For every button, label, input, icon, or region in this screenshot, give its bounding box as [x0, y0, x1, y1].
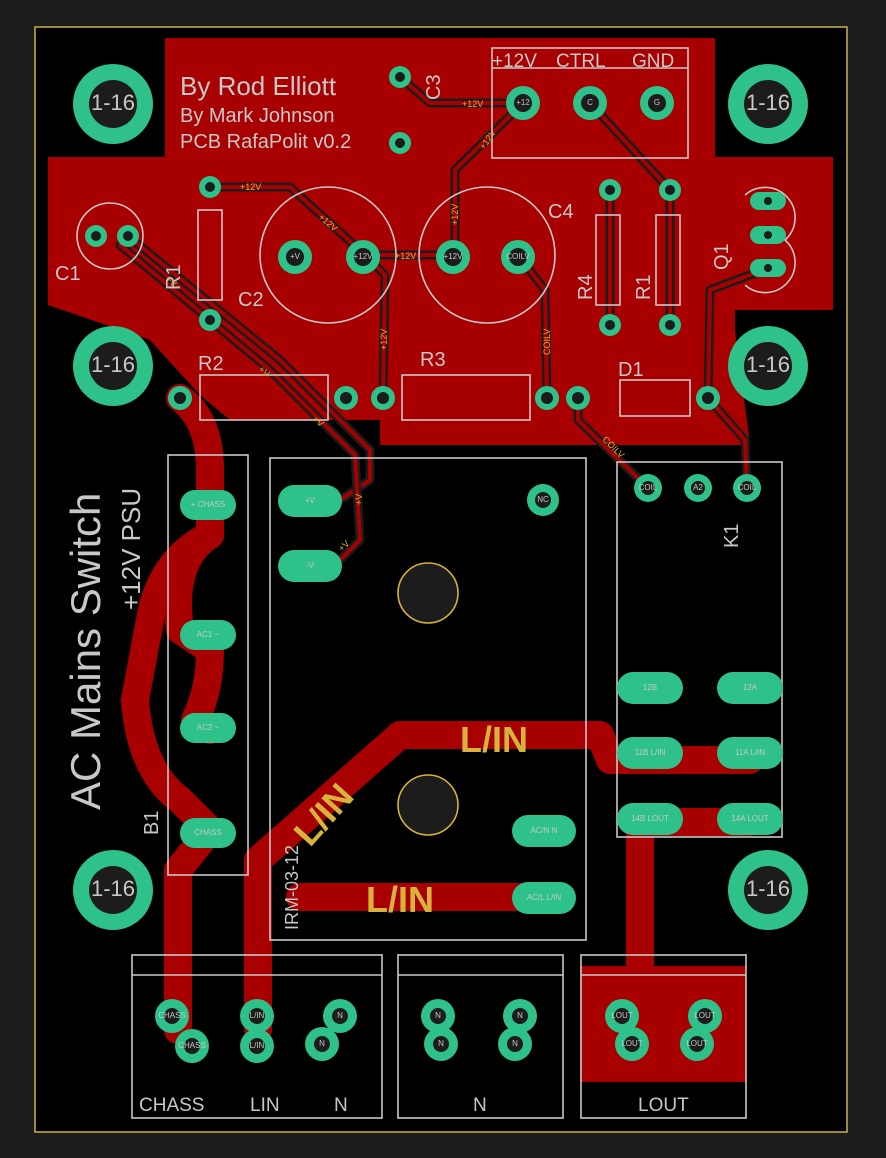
pad-label: L/IN [250, 1041, 265, 1050]
pad-label: -V [306, 561, 315, 570]
pad-label: N [319, 1039, 325, 1048]
mounting-hole-label: 1-16 [91, 352, 135, 377]
net-label: +12V [379, 329, 389, 350]
pad-label: +12V [444, 252, 464, 261]
designator-c2: C2 [238, 289, 264, 311]
connector-label-ctrl: CTRL [556, 51, 606, 72]
pad-label: CHASS [158, 1011, 186, 1020]
designator-r3: R3 [420, 349, 446, 371]
credit-line-1: By Rod Elliott [180, 71, 337, 101]
pad-label: +V [290, 252, 301, 261]
pad-label: AC2 ~ [197, 723, 220, 732]
terminal-label-n: N [473, 1095, 487, 1116]
designator-r2: R2 [198, 353, 224, 375]
designator-psu: IRM-03-12 [282, 845, 302, 930]
designator-r1: R1 [163, 264, 185, 290]
net-label: +12V [450, 204, 460, 225]
designator-q1: Q1 [711, 243, 733, 270]
terminal-label-n: N [334, 1095, 348, 1116]
designator-c4: C4 [548, 201, 574, 223]
pad-label: L/IN [250, 1011, 265, 1020]
terminal-label-lin: LIN [250, 1095, 280, 1116]
pad-label: + CHASS [191, 500, 225, 509]
mounting-holes [73, 64, 808, 930]
pad-label: A2 [693, 483, 703, 492]
designator-k1: K1 [721, 524, 743, 548]
net-label: +12V [395, 251, 416, 261]
oblong-pads [180, 485, 783, 914]
pad-label: 11A L/IN [735, 748, 765, 757]
pad-label: +V [305, 496, 316, 505]
net-label-lin: L/IN [366, 879, 434, 920]
designator-d1: D1 [618, 359, 644, 381]
board-subtitle: +12V PSU [116, 488, 146, 610]
pad-label: N [337, 1011, 343, 1020]
pad-label: LOUT [621, 1039, 642, 1048]
net-label: +12V [240, 182, 261, 192]
terminal-label-chass: CHASS [139, 1095, 204, 1116]
designator-r4: R4 [575, 274, 597, 300]
designator-r1b: R1 [633, 274, 655, 300]
pad-label: NC [537, 495, 549, 504]
designator-c1: C1 [55, 263, 81, 285]
pad-label: +12V [354, 252, 374, 261]
pad-label: 12A [743, 683, 758, 692]
pad-label: LOUT [694, 1011, 715, 1020]
net-label: +V [354, 494, 364, 505]
pad-label: COILV [506, 252, 530, 261]
mounting-hole-label: 1-16 [91, 90, 135, 115]
pad-label: COIL [738, 483, 757, 492]
pad-label: 14A LOUT [731, 814, 768, 823]
pad-label: G [654, 98, 660, 107]
board-title: AC Mains Switch [62, 493, 109, 810]
connector-label-gnd: GND [632, 51, 674, 72]
terminal-label-lout: LOUT [638, 1095, 689, 1116]
designator-c3: C3 [423, 74, 445, 100]
net-label: COILV [542, 329, 552, 355]
pad-label: COIL [639, 483, 658, 492]
net-label: +12V [462, 99, 483, 109]
pad-label: N [438, 1039, 444, 1048]
pad-label: AC1 ~ [197, 630, 220, 639]
designator-b1: B1 [141, 811, 163, 835]
pad-label: CHASS [178, 1041, 206, 1050]
mounting-hole-label: 1-16 [746, 876, 790, 901]
pad-label: CHASS [194, 828, 222, 837]
pad-label: 12B [643, 683, 657, 692]
credit-line-3: PCB RafaPolit v0.2 [180, 131, 351, 153]
terminal-pads [155, 999, 722, 1063]
mounting-hole-label: 1-16 [91, 876, 135, 901]
pad-label: AC/L L/IN [527, 893, 562, 902]
mounting-hole-label: 1-16 [746, 352, 790, 377]
pad-label: N [435, 1011, 441, 1020]
pad-label: N [512, 1039, 518, 1048]
component-pads [85, 66, 786, 516]
pad-label: AC/N N [530, 826, 557, 835]
pad-label: 14B LOUT [631, 814, 669, 823]
pad-label: C [587, 98, 593, 107]
connector-label-12v: +12V [492, 51, 537, 72]
silkscreen [76, 47, 796, 1119]
pad-label: LOUT [611, 1011, 632, 1020]
pad-label: LOUT [686, 1039, 707, 1048]
credit-line-2: By Mark Johnson [180, 105, 335, 127]
mounting-hole-label: 1-16 [746, 90, 790, 115]
pad-label: 11B L/IN [635, 748, 666, 757]
pad-label: +12 [516, 98, 530, 107]
pad-label: N [517, 1011, 523, 1020]
net-label-lin: L/IN [460, 719, 528, 760]
